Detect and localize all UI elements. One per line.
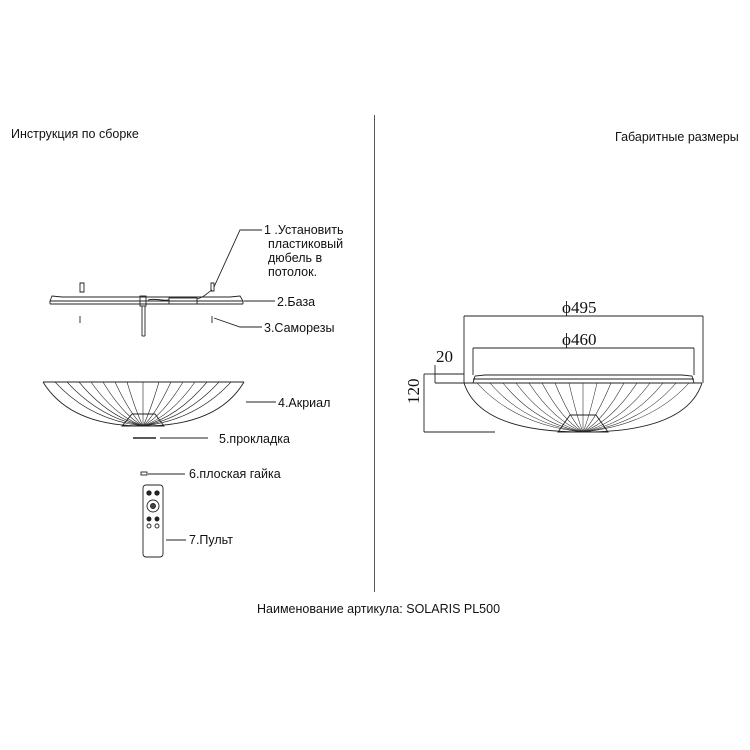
step-3-label: 3.Саморезы bbox=[264, 321, 335, 335]
article-name: Наименование артикула: SOLARIS PL500 bbox=[257, 602, 501, 616]
dowel-icon bbox=[79, 282, 85, 293]
overall-dimensions-title: Габаритные размеры bbox=[615, 130, 739, 144]
step-1-line-2: пластиковый bbox=[268, 237, 344, 251]
remote-control-illustration bbox=[142, 484, 164, 558]
base-plate-illustration bbox=[49, 282, 244, 337]
dowel-icon bbox=[210, 282, 215, 292]
acrylic-shade-illustration bbox=[42, 381, 245, 427]
step-7-label: 7.Пульт bbox=[189, 533, 233, 547]
flat-nut-illustration bbox=[140, 471, 148, 476]
inner-diameter-label: ϕ460 bbox=[562, 330, 597, 349]
step-2-label: 2.База bbox=[277, 295, 316, 309]
step-1-line-4: потолок. bbox=[268, 265, 318, 279]
total-height-label: 120 bbox=[404, 378, 423, 405]
step-5-label: 5.прокладка bbox=[219, 432, 290, 446]
step-4-label: 4.Акриал bbox=[278, 396, 331, 410]
step-6-label: 6.плоская гайка bbox=[189, 467, 281, 481]
center-divider bbox=[374, 115, 375, 592]
base-height-label: 20 bbox=[436, 347, 453, 366]
step-1-line-1: 1 .Установить bbox=[264, 223, 344, 237]
outer-diameter-label: ϕ495 bbox=[562, 298, 597, 317]
step-1-line-3: дюбель в bbox=[268, 251, 323, 265]
assembly-instructions-title: Инструкция по сборке bbox=[11, 127, 139, 141]
dimension-drawing bbox=[423, 315, 704, 433]
step-1-label: 1 .Установить пластиковый дюбель в потол… bbox=[264, 223, 344, 279]
